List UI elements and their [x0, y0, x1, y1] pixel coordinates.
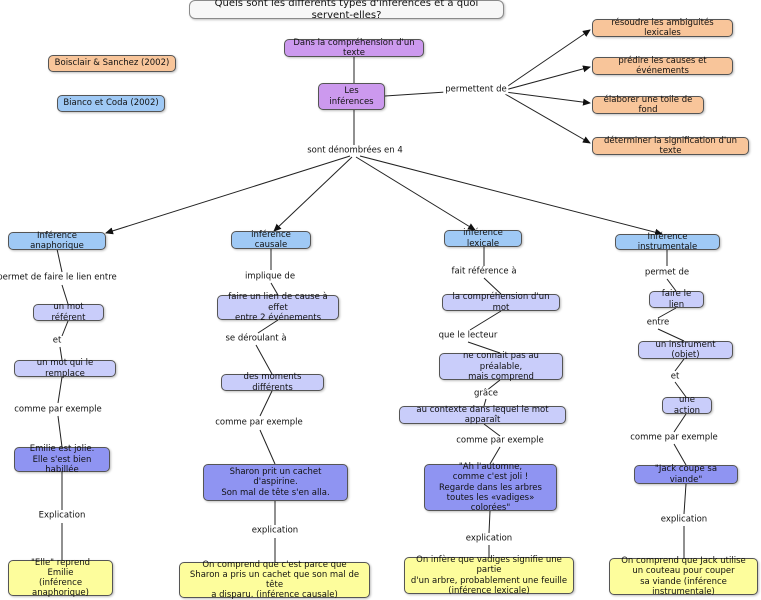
link-label: explication [658, 514, 710, 525]
link-label-permettent-de: permettent de [443, 84, 509, 95]
link-label: grâce [471, 388, 501, 399]
explanation-lexicale: On infère que vadiges signifie une parti… [404, 555, 574, 596]
link-label: se déroulant à [223, 333, 289, 344]
link-label: comme par exemple [213, 417, 305, 428]
node-contexte-mot: au contexte dans lequel le mot apparaît [399, 405, 566, 425]
node-mot-remplace: un mot qui le remplace [14, 358, 116, 379]
link-label: fait référence à [449, 266, 519, 277]
node-une-action: une action [662, 395, 712, 416]
link-label: comme par exemple [628, 432, 720, 443]
link-label: permet de faire le lien entre [0, 272, 119, 283]
function-predire-causes: prédire les causes et événements [592, 56, 733, 76]
link-label-sont-denombrees: sont dénombrées en 4 [305, 145, 405, 156]
example-anaphorique: Emilie est jolie. Elle s'est bien habill… [14, 444, 110, 475]
node-instrument-objet: un instrument (objet) [638, 340, 733, 360]
node-mot-referent: un mot référent [33, 302, 104, 323]
link-label: Explication [36, 510, 88, 521]
node-faire-lien: faire le lien [649, 289, 704, 310]
link-label: et [50, 335, 64, 346]
link-label: entre [644, 317, 672, 328]
example-lexicale: "Ah l'automne, comme c'est joli ! Regard… [424, 462, 557, 513]
explanation-anaphorique: "Elle" reprend Emilie (inférence anaphor… [8, 558, 113, 598]
function-elaborer-toile: élaborer une toile de fond [592, 95, 704, 115]
type-causale: inférence causale [231, 230, 311, 250]
context-node: Dans la compréhension d'un texte [284, 38, 424, 58]
reference-boisclair-sanchez: Boisclair & Sanchez (2002) [48, 55, 176, 72]
link-label: comme par exemple [454, 435, 546, 446]
node-comprehension-mot: la compréhension d'un mot [442, 292, 560, 313]
link-label: et [668, 371, 682, 382]
explanation-causale: On comprend que c'est parce que Sharon a… [179, 560, 370, 600]
type-instrumentale: Inférence instrumentale [615, 232, 720, 252]
central-node-inferences: Les inférences [318, 83, 385, 110]
link-label: explication [463, 533, 515, 544]
explanation-instrumentale: On comprend que Jack utilise un couteau … [609, 556, 758, 597]
type-anaphorique: Inférence anaphorique [8, 231, 106, 251]
link-label: implique de [242, 271, 298, 282]
reference-bianco-coda: Bianco et Coda (2002) [57, 95, 165, 112]
diagram-title: Quels sont les différents types d'infére… [189, 0, 504, 21]
node-moments-differents: des moments différents [221, 372, 324, 393]
node-lien-cause-effet: faire un lien de cause à effet entre 2 é… [217, 292, 339, 323]
link-label: explication [249, 525, 301, 536]
example-causale: Sharon prit un cachet d'aspirine. Son ma… [203, 464, 348, 501]
link-label: que le lecteur [436, 330, 500, 341]
type-lexicale: inférence lexicale [444, 228, 522, 249]
node-connait-pas: ne connait pas au préalable, mais compre… [439, 351, 563, 382]
link-label: comme par exemple [12, 404, 104, 415]
function-determiner-signification: déterminer la signification d'un texte [592, 136, 749, 156]
function-resoudre-ambiguites: résoudre les ambiguités lexicales [592, 18, 733, 38]
link-label: permet de [642, 267, 692, 278]
example-instrumentale: "Jack coupe sa viande" [634, 464, 738, 485]
